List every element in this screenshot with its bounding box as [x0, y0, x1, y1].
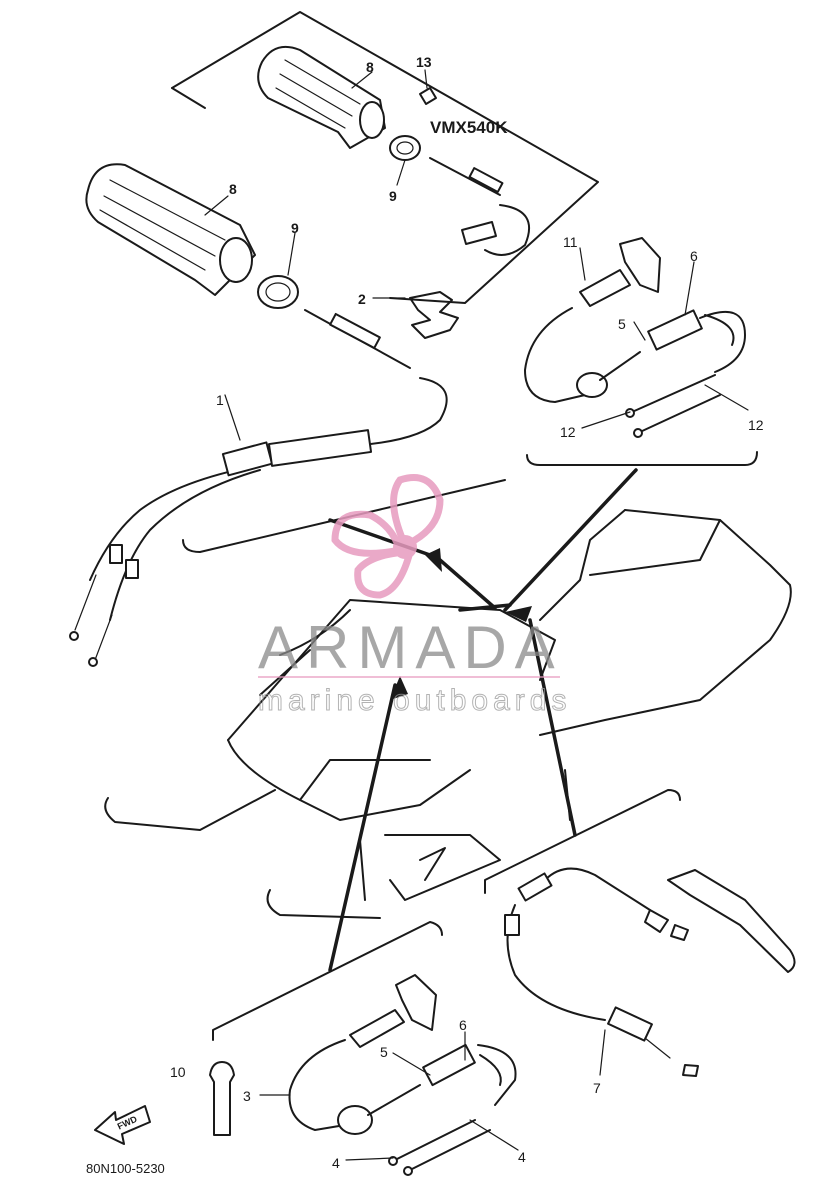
callout-2: 2	[358, 291, 366, 307]
group-bracket-upper-right	[526, 451, 758, 466]
choke-cable-lower	[288, 974, 517, 1176]
callout-4-right: 4	[518, 1149, 526, 1165]
callout-9-inset: 9	[389, 188, 397, 204]
routing-lines	[328, 468, 638, 972]
throttle-grip-inset	[257, 46, 386, 149]
brake-lever-cable	[504, 867, 796, 1077]
fitting-inset	[419, 87, 437, 105]
model-label: VMX540K	[430, 118, 508, 137]
propeller-logo-icon	[331, 474, 444, 599]
leader-lines	[204, 69, 749, 1161]
group-bracket-lower-left	[212, 921, 443, 1041]
watermark-tagline: marine outboards	[258, 684, 571, 717]
choke-cable-upper	[524, 237, 746, 438]
callout-8-inset: 8	[366, 59, 374, 75]
grip-collar	[257, 275, 299, 309]
group-bracket-upper-left	[182, 479, 506, 553]
callout-6-lower: 6	[459, 1017, 467, 1033]
watermark-brand: ARMADA	[258, 614, 563, 681]
callout-3: 3	[243, 1088, 251, 1104]
watermark: ARMADA marine outboards	[258, 474, 571, 718]
throttle-cable	[69, 309, 448, 667]
vmx540k-inset	[171, 11, 599, 304]
callout-13: 13	[416, 54, 432, 70]
forward-arrow-icon	[94, 1105, 151, 1145]
callout-9-main: 9	[291, 220, 299, 236]
callout-12-left: 12	[560, 424, 576, 440]
callout-1: 1	[216, 392, 224, 408]
callout-10: 10	[170, 1064, 186, 1080]
callout-8-main: 8	[229, 181, 237, 197]
callout-12-right: 12	[748, 417, 764, 433]
callout-5-lower: 5	[380, 1044, 388, 1060]
callout-4-left: 4	[332, 1155, 340, 1171]
callouts: 1 2 3 4 4 5 5 6 6 7 8 8 9 9 10 11 12 12 …	[170, 54, 764, 1171]
group-bracket-lower-right	[484, 789, 681, 894]
callout-5-upper: 5	[618, 316, 626, 332]
cable-clip	[409, 291, 459, 339]
callout-7: 7	[593, 1080, 601, 1096]
ignition-key	[209, 1061, 235, 1136]
drawing-code: 80N100-5230	[86, 1161, 165, 1176]
throttle-grip	[85, 163, 256, 296]
callout-11: 11	[563, 234, 578, 250]
cable-inset	[429, 157, 530, 256]
collar-inset	[389, 135, 421, 161]
callout-6-upper: 6	[690, 248, 698, 264]
